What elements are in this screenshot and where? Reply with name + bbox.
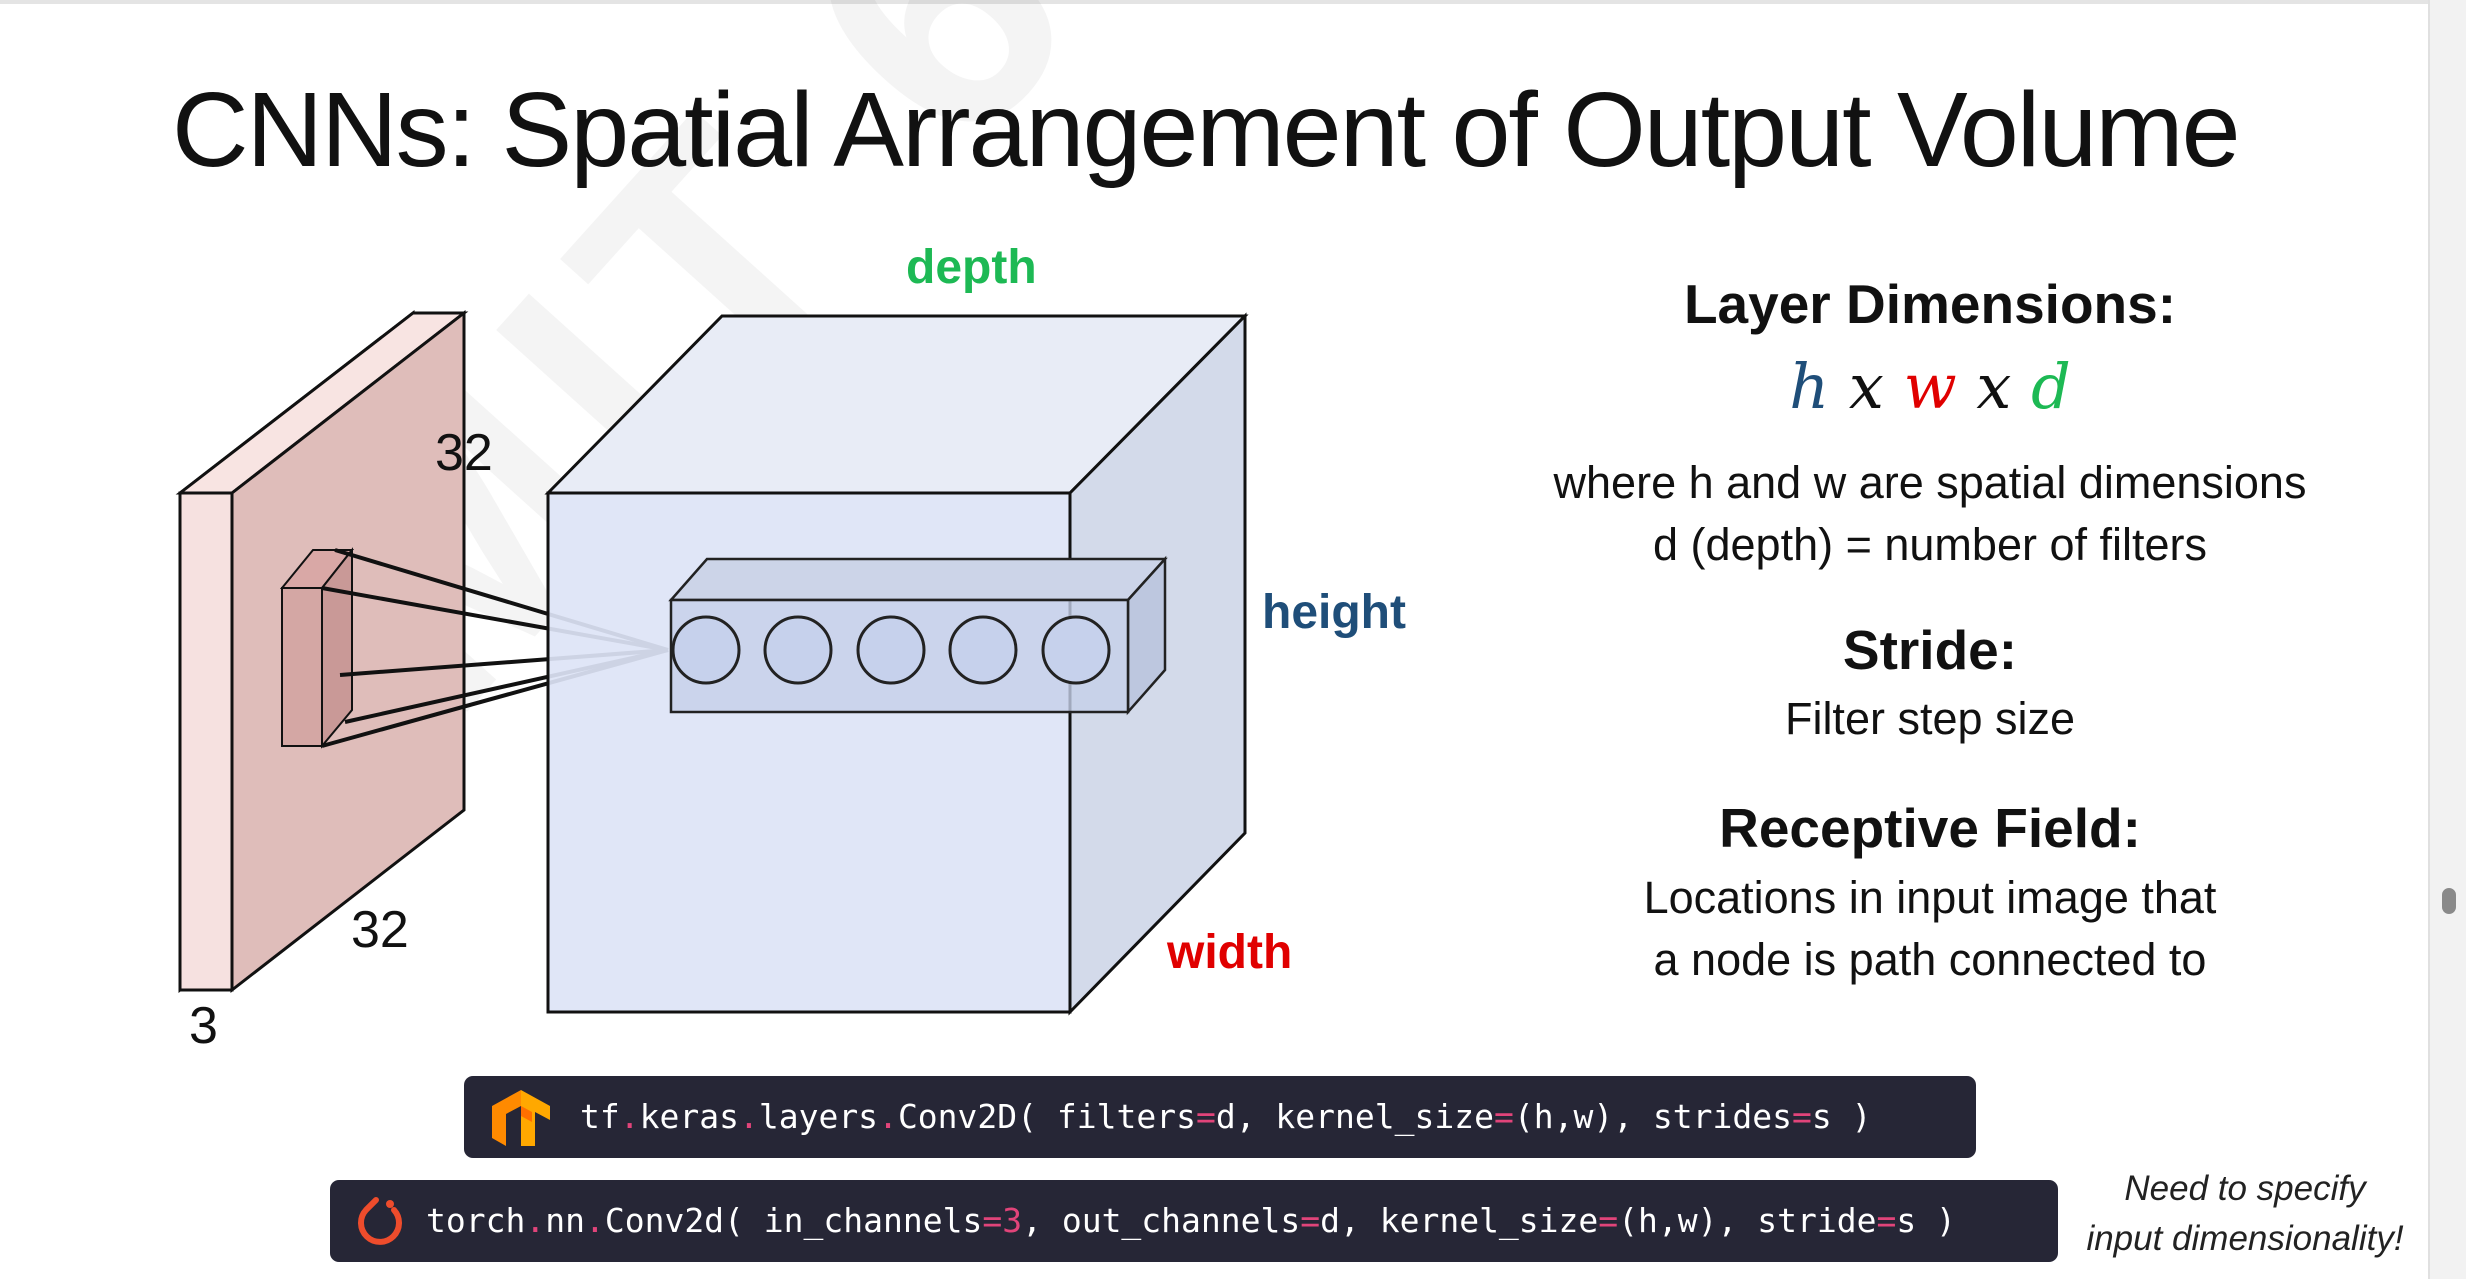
receptive-field-desc-line: a node is path connected to	[1653, 934, 2207, 985]
dimensions-desc-line: d (depth) = number of filters	[1652, 519, 2208, 570]
neuron	[856, 615, 926, 685]
stride-heading: Stride:	[1842, 619, 2018, 681]
neuron	[763, 615, 833, 685]
width-label: width	[1166, 926, 1292, 979]
input-height-label: 32	[435, 424, 493, 482]
height-label: height	[1262, 586, 1406, 639]
top-border	[0, 0, 2466, 4]
formula-w: w	[1903, 350, 1957, 423]
layer-dimensions-heading: Layer Dimensions:	[1683, 273, 2177, 335]
note-line: Need to specify	[2124, 1169, 2366, 1208]
stride-description: Filter step size	[1784, 693, 2076, 744]
formula-x: x	[1976, 350, 2012, 423]
scrollbar-thumb[interactable]	[2442, 888, 2456, 914]
formula-x: x	[1848, 350, 1884, 423]
neuron	[948, 615, 1018, 685]
formula-h: h	[1789, 350, 1830, 423]
note-line: input dimensionality!	[2086, 1219, 2404, 1258]
receptive-field-description: Locations in input image that a node is …	[1500, 867, 2360, 991]
cnn-volume-diagram: 32 32 3 depth height width	[175, 241, 1406, 1055]
input-width-label: 32	[351, 901, 409, 959]
input-depth-label: 3	[189, 997, 218, 1055]
tensorflow-logo-icon	[492, 1090, 550, 1146]
dimensions-desc-line: where h and w are spatial dimensions	[1553, 457, 2307, 508]
pytorch-code-text: torch.nn.Conv2d( in_channels=3, out_chan…	[426, 1201, 1956, 1240]
receptive-field-desc-line: Locations in input image that	[1643, 872, 2217, 923]
dimension-formula: h x w x d	[1500, 350, 2360, 423]
neuron	[671, 615, 741, 685]
slide-title: CNNs: Spatial Arrangement of Output Volu…	[172, 71, 2241, 189]
depth-column	[668, 555, 1168, 716]
dimensions-description: where h and w are spatial dimensions d (…	[1500, 452, 2360, 576]
receptive-field-patch	[279, 547, 355, 749]
pytorch-code-block: torch.nn.Conv2d( in_channels=3, out_chan…	[330, 1180, 2058, 1262]
input-dimensionality-note: Need to specify input dimensionality!	[2070, 1164, 2420, 1264]
receptive-field-heading: Receptive Field:	[1719, 797, 2141, 859]
pytorch-logo-icon	[358, 1197, 402, 1245]
tensorflow-code-block: tf.keras.layers.Conv2D( filters=d, kerne…	[464, 1076, 1976, 1158]
formula-d: d	[2031, 350, 2071, 423]
neuron	[1041, 615, 1111, 685]
depth-label: depth	[906, 241, 1037, 294]
input-volume	[175, 309, 469, 994]
tensorflow-code-text: tf.keras.layers.Conv2D( filters=d, kerne…	[580, 1097, 1872, 1136]
vertical-scrollbar[interactable]	[2428, 0, 2466, 1279]
